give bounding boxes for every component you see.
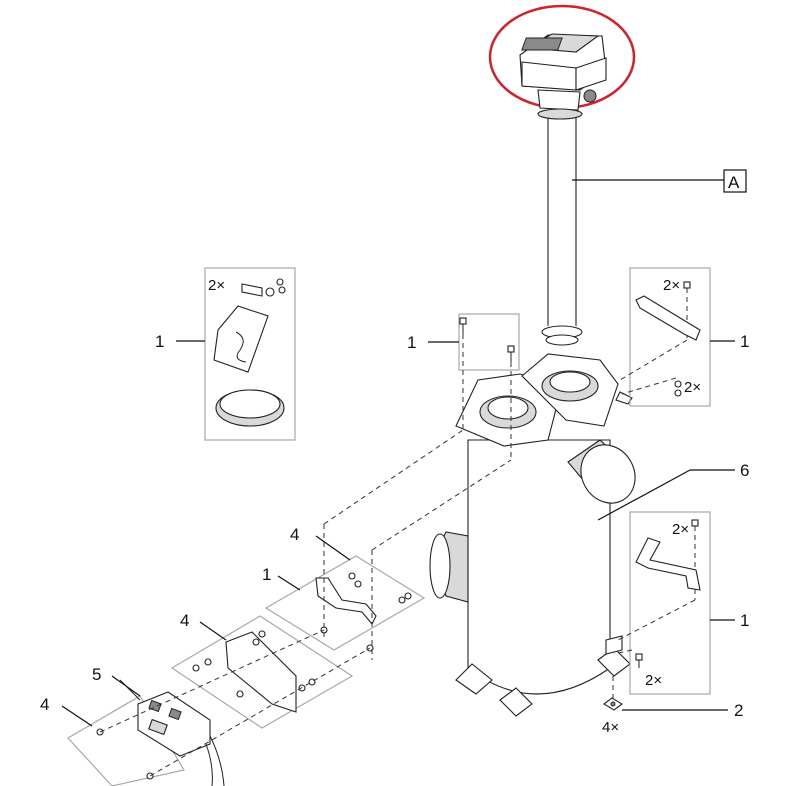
qty-right-top: 2×: [663, 277, 680, 294]
callout-plate-top: 4: [290, 525, 299, 544]
callout-pipe: A: [728, 173, 740, 192]
qty-right-bottom-lower: 2×: [645, 672, 662, 689]
qty-left-kit: 2×: [208, 277, 225, 294]
filter-housing[interactable]: [429, 353, 646, 717]
leader-plate-bottom: [61, 705, 93, 727]
kit-right-top[interactable]: 2× 2×: [629, 267, 711, 407]
leader-housing: [597, 469, 691, 521]
callout-plate-mid: 4: [180, 611, 189, 630]
pipe-assembly[interactable]: [541, 118, 583, 346]
leader-plate-top: [315, 535, 351, 561]
kit-left[interactable]: 2×: [204, 267, 296, 441]
callout-kit-center: 1: [407, 333, 416, 352]
top-control-unit[interactable]: [488, 4, 636, 120]
kit-right-bottom[interactable]: 2× 2×: [629, 511, 711, 695]
leader-control-box: [111, 675, 141, 697]
callout-kit-right-bottom: 1: [740, 611, 749, 630]
leader-clip-kit: [277, 575, 301, 591]
qty-right-top-lower: 2×: [684, 379, 701, 396]
callout-housing: 6: [740, 461, 749, 480]
clip-bracket-kit[interactable]: [264, 555, 426, 652]
kit-center[interactable]: [458, 313, 520, 371]
callout-clip-kit: 1: [262, 565, 271, 584]
control-box[interactable]: [67, 679, 225, 786]
callout-kit-left: 1: [155, 332, 164, 351]
callout-box-pipe: [723, 169, 747, 193]
foot-pad[interactable]: 4×: [602, 676, 623, 736]
callout-feet: 2: [734, 701, 743, 720]
leader-plate-mid: [199, 621, 227, 641]
callout-plate-bottom: 4: [40, 695, 49, 714]
callout-kit-right-top: 1: [740, 332, 749, 351]
callout-control-box: 5: [92, 665, 101, 684]
qty-feet: 4×: [602, 719, 619, 736]
qty-right-bottom: 2×: [672, 521, 689, 538]
